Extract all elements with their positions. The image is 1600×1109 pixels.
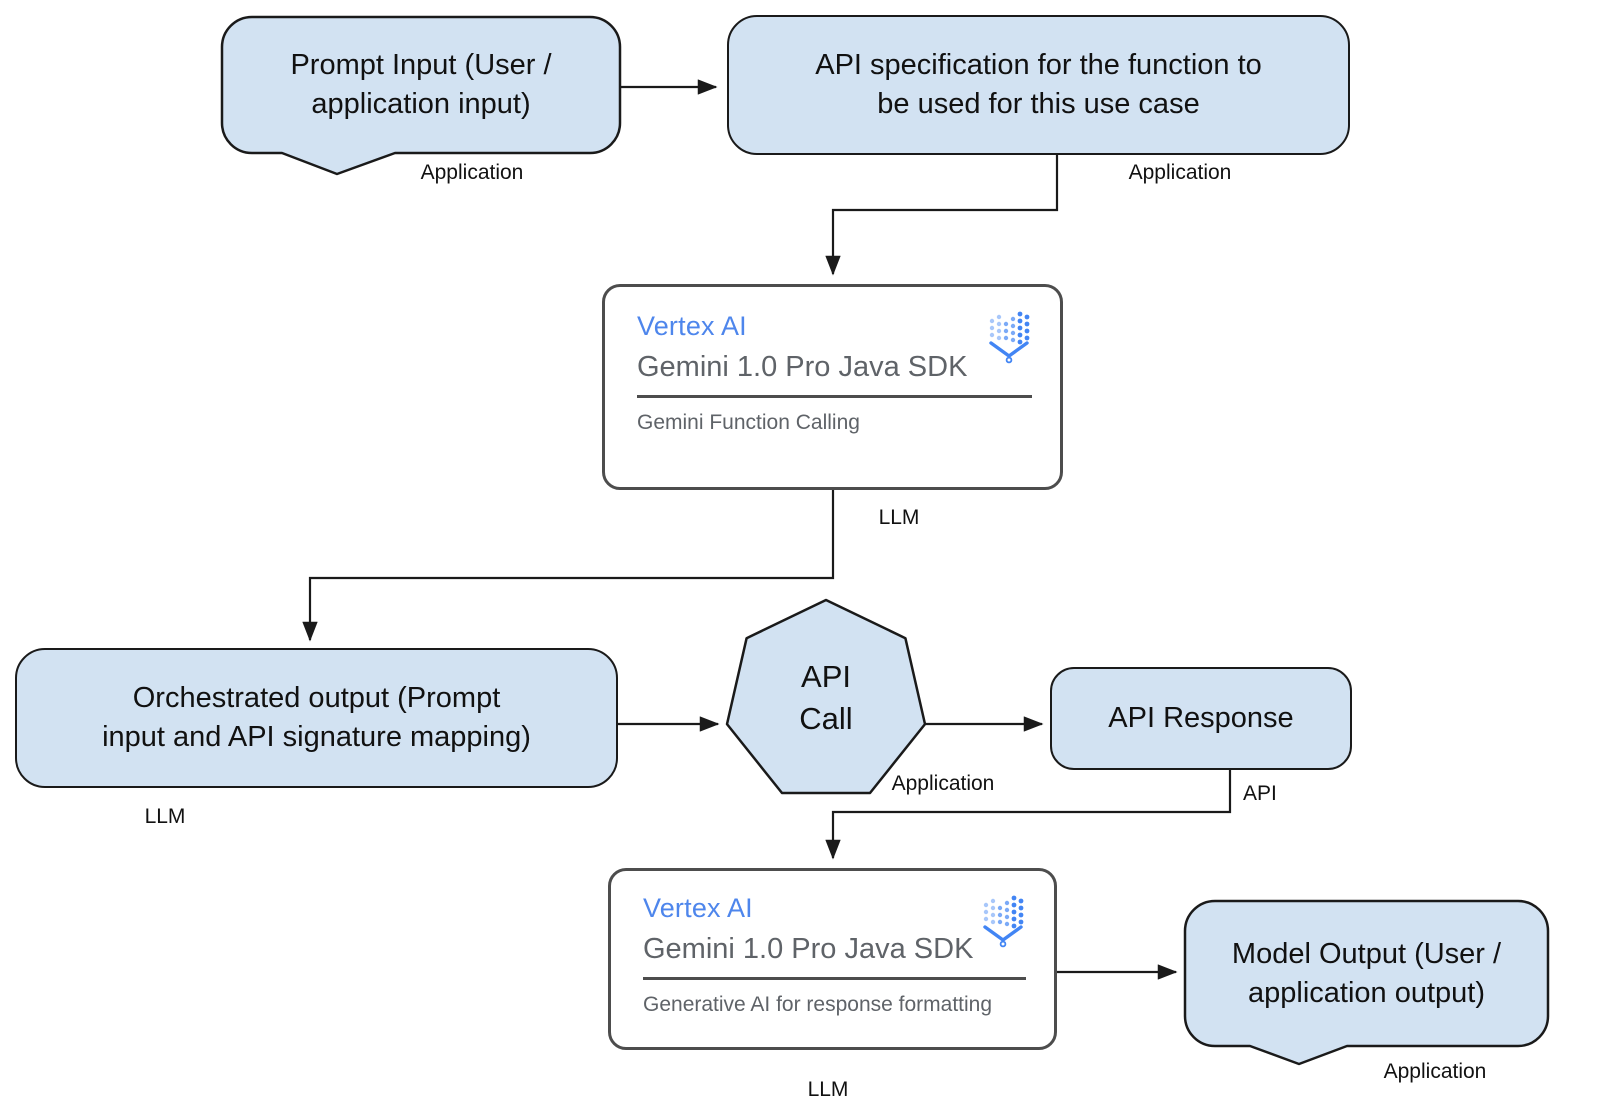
prompt-input-tag: Application bbox=[420, 161, 524, 184]
card-divider bbox=[643, 977, 1026, 980]
api-spec-tag: Application bbox=[1128, 161, 1232, 184]
orchestrated-output-tag: LLM bbox=[144, 805, 186, 828]
wire-api-spec-to-llm1 bbox=[825, 155, 1059, 276]
api-call-tag: Application bbox=[891, 772, 995, 795]
model-output-tag: Application bbox=[1383, 1060, 1487, 1083]
orchestrated-output-node: Orchestrated output (Prompt input and AP… bbox=[15, 648, 618, 788]
llm-card-1-tag: LLM bbox=[878, 506, 920, 529]
vertex-ai-icon bbox=[989, 311, 1030, 364]
feature-label: Generative AI for response formatting bbox=[643, 993, 993, 1016]
sdk-label: Gemini 1.0 Pro Java SDK bbox=[643, 933, 974, 965]
prompt-input-node: Prompt Input (User / application input) bbox=[290, 49, 552, 120]
vertex-ai-label: Vertex AI bbox=[637, 311, 747, 341]
llm-card-2-tag: LLM bbox=[807, 1078, 849, 1101]
llm-card-2: Vertex AI Gemini 1.0 Pro Java SDK Genera… bbox=[608, 868, 1057, 1050]
feature-label: Gemini Function Calling bbox=[637, 411, 860, 434]
api-response-node: API Response bbox=[1050, 667, 1352, 770]
vertex-ai-icon bbox=[983, 895, 1024, 948]
card-divider bbox=[637, 395, 1032, 398]
sdk-label: Gemini 1.0 Pro Java SDK bbox=[637, 351, 968, 383]
prompt-input-shape bbox=[220, 15, 622, 176]
model-output-shape bbox=[1183, 899, 1550, 1066]
llm-card-1: Vertex AI Gemini 1.0 Pro Java SDK Gemini… bbox=[602, 284, 1063, 490]
model-output-node: Model Output (User / application output) bbox=[1231, 937, 1502, 1009]
wire-llm1-to-orchestrated bbox=[302, 490, 835, 642]
api-spec-node: API specification for the function to be… bbox=[727, 15, 1350, 155]
api-call-shape bbox=[725, 598, 927, 795]
wire-api-response-to-llm2 bbox=[825, 770, 1232, 860]
vertex-ai-label: Vertex AI bbox=[643, 893, 753, 923]
api-response-tag: API bbox=[1243, 782, 1277, 805]
api-call-node: API Call bbox=[799, 659, 853, 736]
